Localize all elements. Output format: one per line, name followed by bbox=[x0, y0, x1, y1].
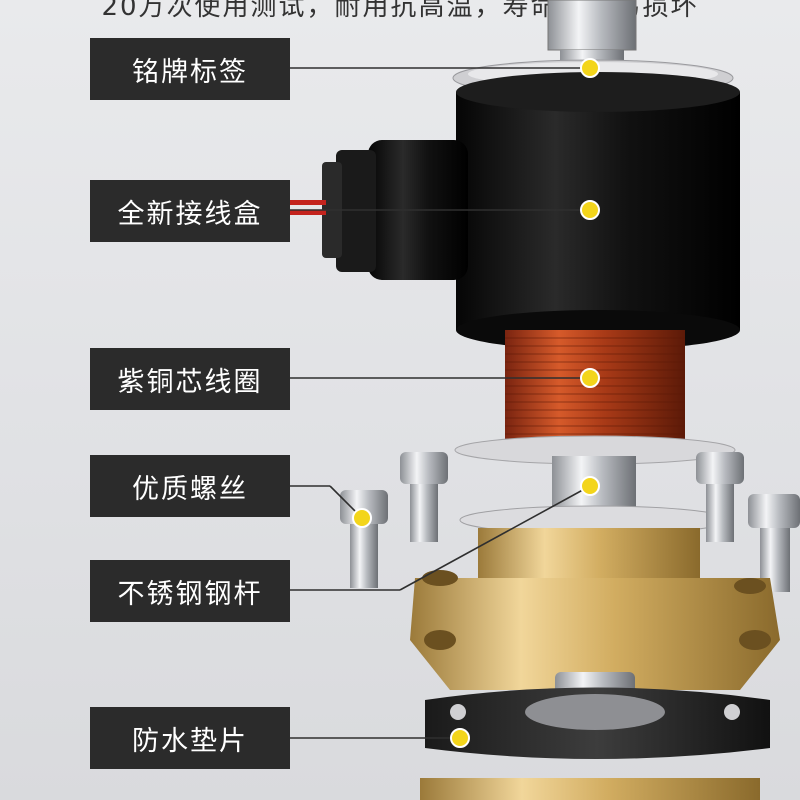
label-coil: 紫铜芯线圈 bbox=[90, 348, 290, 410]
brass-valve-body bbox=[410, 528, 780, 690]
screw-front-left bbox=[340, 490, 388, 588]
screw-front-right bbox=[748, 494, 800, 592]
screw-back-left bbox=[400, 452, 448, 542]
screw-back-right bbox=[696, 452, 744, 542]
label-junction-box: 全新接线盒 bbox=[90, 180, 290, 242]
label-screw: 优质螺丝 bbox=[90, 455, 290, 517]
coil-housing bbox=[456, 72, 740, 350]
lower-brass-body bbox=[420, 778, 760, 800]
copper-coil bbox=[505, 330, 685, 448]
label-nameplate: 铭牌标签 bbox=[90, 38, 290, 100]
label-gasket: 防水垫片 bbox=[90, 707, 290, 769]
waterproof-gasket bbox=[425, 687, 770, 759]
label-rod: 不锈钢钢杆 bbox=[90, 560, 290, 622]
top-nut bbox=[547, 0, 637, 64]
junction-box bbox=[280, 140, 468, 280]
